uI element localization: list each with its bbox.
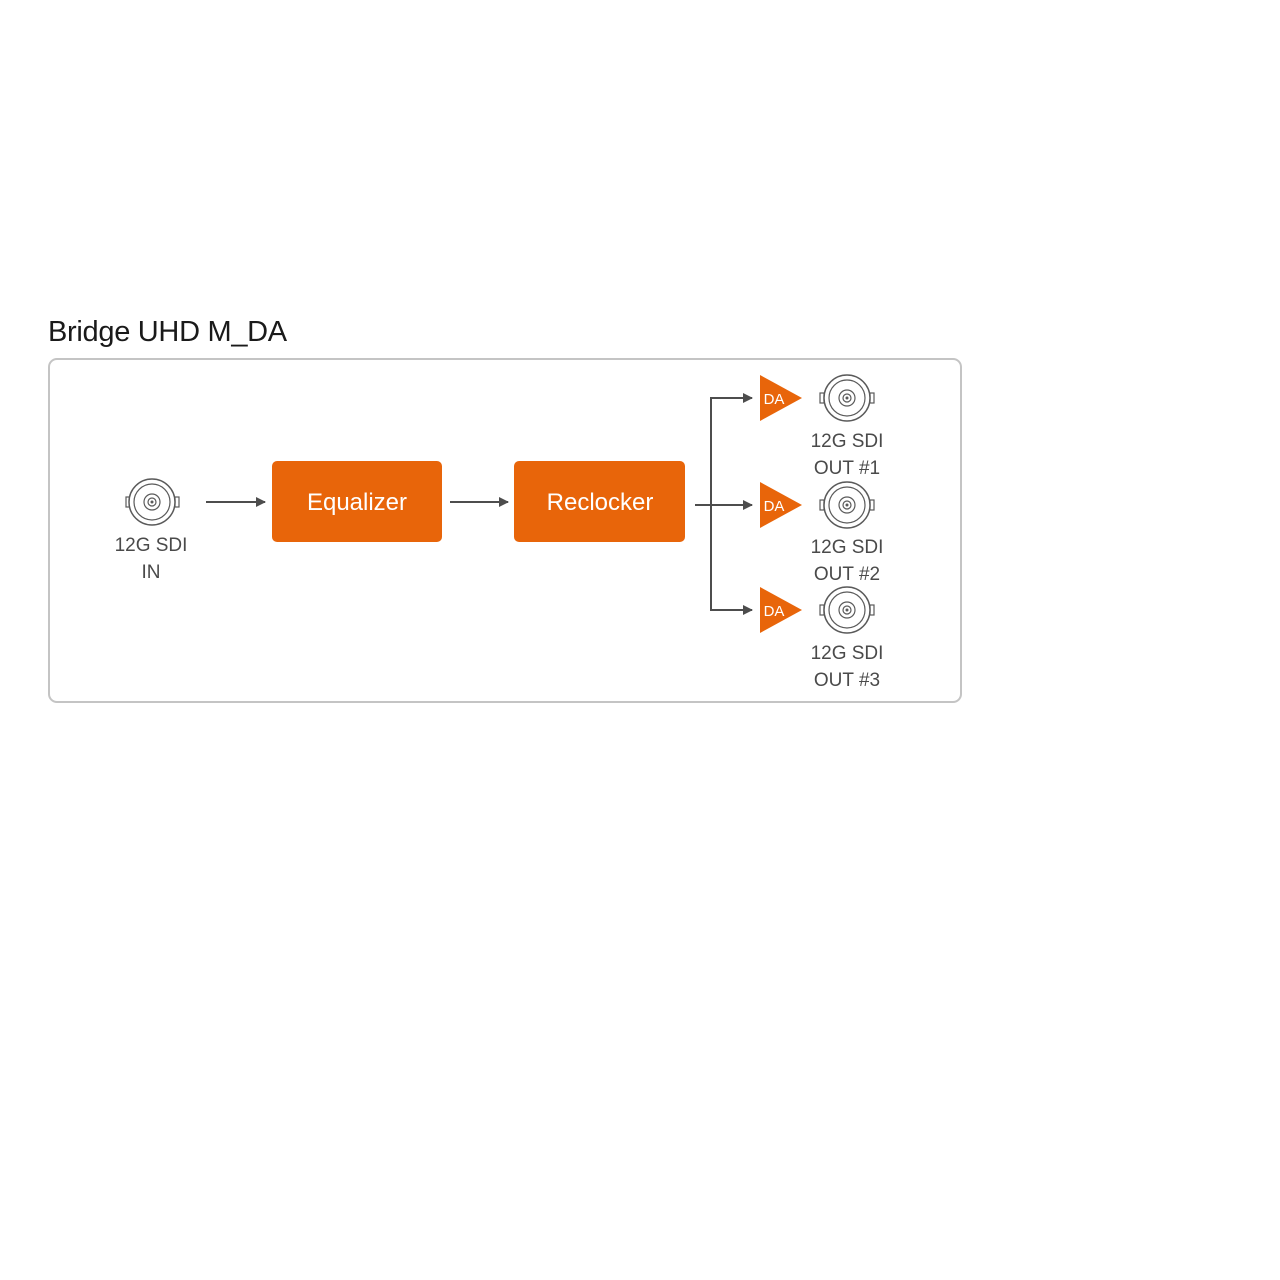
output-3-bnc-connector-icon — [819, 586, 875, 634]
output-2-label-line1: 12G SDI — [811, 537, 884, 558]
equalizer-block: Equalizer — [272, 461, 442, 542]
reclocker-block: Reclocker — [514, 461, 685, 542]
input-bnc-connector-icon — [125, 478, 180, 526]
output-1-label-line1: 12G SDI — [811, 431, 884, 452]
output-3-label-line1: 12G SDI — [811, 643, 884, 664]
output-1-label-line2: OUT #1 — [814, 458, 880, 479]
output-2-bnc-connector-icon — [819, 481, 875, 529]
input-label-line1: 12G SDI — [115, 535, 188, 556]
input-label-line2: IN — [142, 562, 161, 583]
da-amplifier-3: DA — [760, 587, 802, 633]
diagram-panel — [48, 358, 962, 703]
reclocker-label: Reclocker — [547, 489, 654, 516]
da-amplifier-2: DA — [760, 482, 802, 528]
da-amplifier-1: DA — [760, 375, 802, 421]
equalizer-label: Equalizer — [307, 489, 407, 516]
da-label-3: DA — [764, 603, 785, 620]
output-2-label-line2: OUT #2 — [814, 564, 880, 585]
output-3-label-line2: OUT #3 — [814, 670, 880, 691]
splitter-lines — [695, 393, 753, 615]
da-label-1: DA — [764, 391, 785, 408]
output-1-bnc-connector-icon — [819, 374, 875, 422]
da-label-2: DA — [764, 498, 785, 515]
diagram-title: Bridge UHD M_DA — [48, 316, 287, 348]
